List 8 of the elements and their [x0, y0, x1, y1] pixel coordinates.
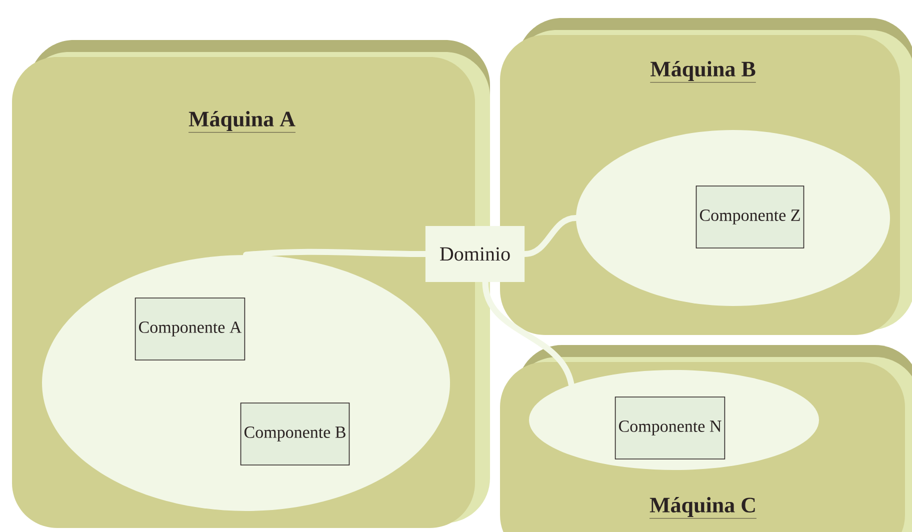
connector-line [243, 248, 428, 258]
component-box: Componente B [240, 402, 350, 466]
domain-label: Dominio [425, 226, 525, 282]
connector-line [482, 279, 574, 388]
connector-line [522, 215, 579, 257]
component-box: Componente Z [696, 186, 804, 248]
component-box: Componente A [134, 298, 246, 360]
component-box: Componente N [614, 396, 726, 460]
